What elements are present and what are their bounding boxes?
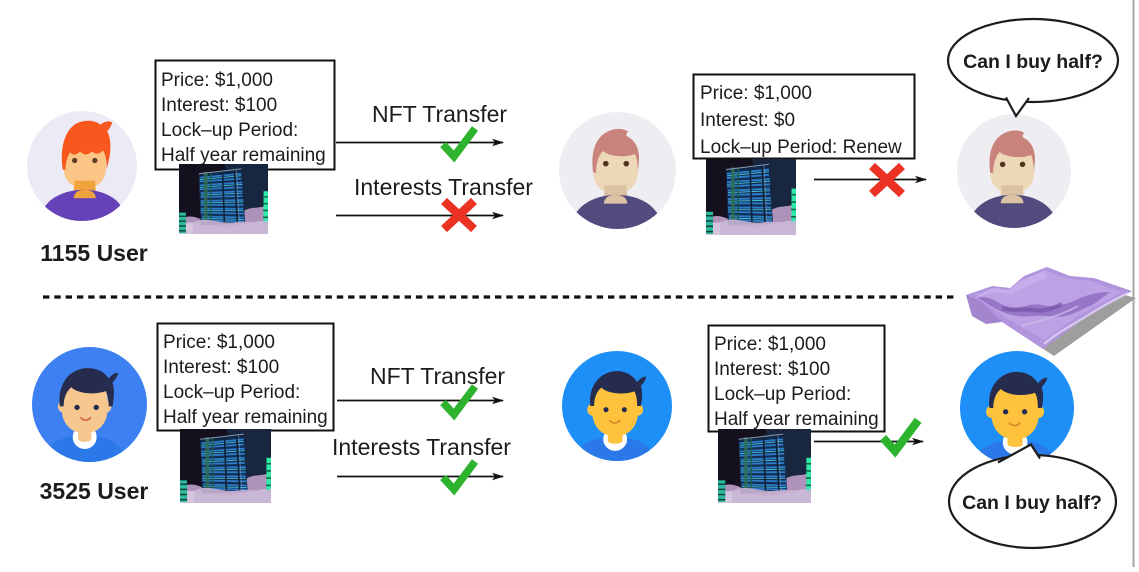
svg-text:Can I buy half?: Can I buy half? [962, 492, 1102, 514]
svg-text:Price: $1,000: Price: $1,000 [700, 83, 812, 104]
svg-text:1155 User: 1155 User [40, 240, 147, 266]
svg-text:Interest: $100: Interest: $100 [163, 357, 279, 378]
svg-text:NFT Transfer: NFT Transfer [372, 101, 507, 127]
svg-text:Lock–up Period:: Lock–up Period: [161, 120, 298, 141]
svg-text:Lock–up Period:: Lock–up Period: [163, 382, 300, 403]
svg-text:Price: $1,000: Price: $1,000 [161, 70, 273, 91]
svg-text:Half year remaining: Half year remaining [163, 407, 328, 428]
svg-text:Interest: $0: Interest: $0 [700, 110, 795, 131]
svg-text:Price: $1,000: Price: $1,000 [163, 332, 275, 353]
svg-text:Interest: $100: Interest: $100 [161, 95, 277, 116]
svg-text:Interests Transfer: Interests Transfer [354, 174, 533, 200]
svg-text:Interest: $100: Interest: $100 [714, 359, 830, 380]
svg-text:Lock–up Period: Renew: Lock–up Period: Renew [700, 137, 902, 158]
svg-text:Can I buy half?: Can I buy half? [963, 51, 1103, 73]
svg-text:3525 User: 3525 User [40, 478, 149, 504]
svg-text:Half year remaining: Half year remaining [161, 145, 326, 166]
svg-text:Interests Transfer: Interests Transfer [332, 434, 511, 460]
svg-text:Lock–up Period:: Lock–up Period: [714, 384, 851, 405]
svg-text:Price: $1,000: Price: $1,000 [714, 334, 826, 355]
svg-text:Half year remaining: Half year remaining [714, 409, 879, 430]
svg-text:NFT Transfer: NFT Transfer [370, 363, 505, 389]
